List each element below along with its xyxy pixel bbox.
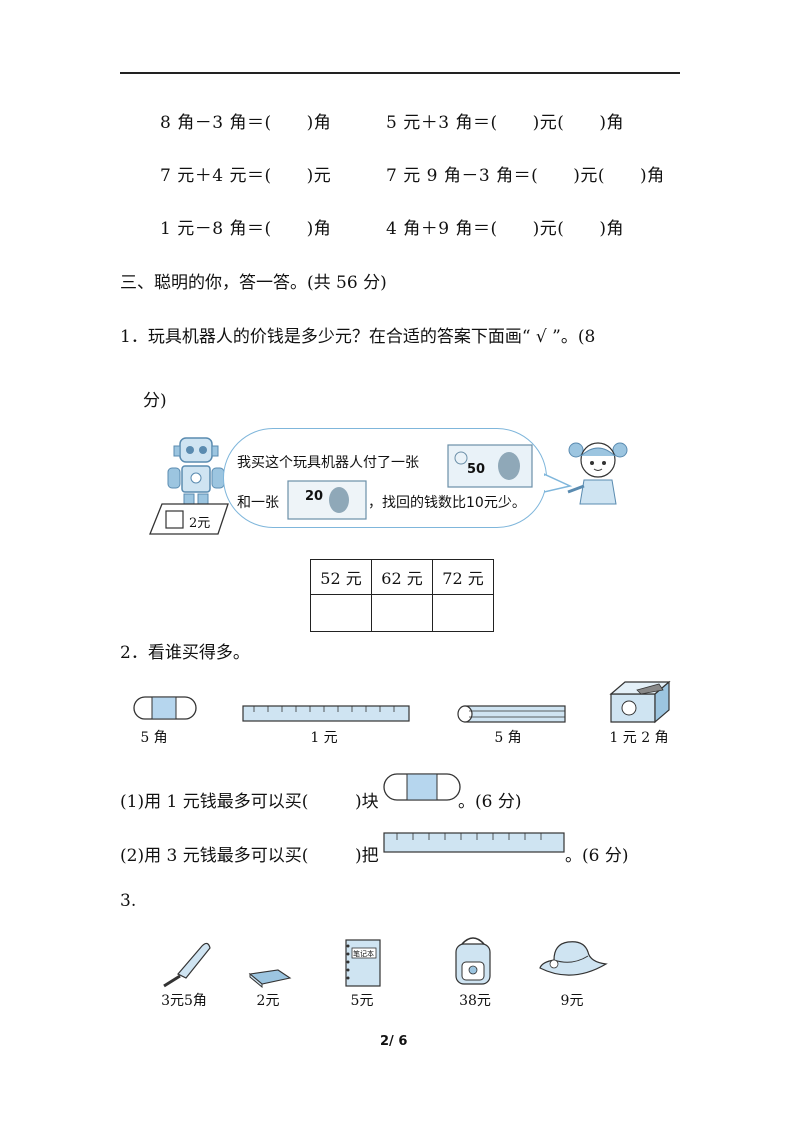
header-rule xyxy=(120,72,680,74)
equation-1-left: 8 角－3 角＝( )角 xyxy=(160,113,332,133)
price-ruler: 1 元 xyxy=(310,730,338,746)
check-cell-62[interactable] xyxy=(371,594,433,632)
q2-sub2-a: (2)用 3 元钱最多可以买( xyxy=(120,846,309,866)
banknote-20-value: 20 xyxy=(305,489,324,504)
q2-title: 2．看谁买得多。 xyxy=(120,643,250,663)
backpack-icon xyxy=(455,937,491,985)
q2-sub2-c: 。(6 分) xyxy=(565,846,629,866)
ruler-inline-icon xyxy=(383,832,565,853)
price-pencil: 5 角 xyxy=(494,730,522,746)
pencil-icon xyxy=(457,705,566,723)
banknote-50-icon xyxy=(447,444,533,488)
answer-options-table: 52 元 62 元 72 元 xyxy=(310,559,494,632)
notebook-icon xyxy=(345,939,381,987)
equation-3-left: 1 元－8 角＝( )角 xyxy=(160,219,332,239)
price-popsicle: 3元5角 xyxy=(161,993,207,1009)
q1-prompt-line1: 1．玩具机器人的价钱是多少元？在合适的答案下面画“ √ ”。(8 xyxy=(120,327,596,347)
speech-line-2b: ，找回的钱数比10元少。 xyxy=(368,495,526,511)
equation-3-right: 4 角＋9 角＝( )元( )角 xyxy=(386,219,624,239)
sun-hat-icon xyxy=(539,941,608,976)
handkerchief-icon xyxy=(248,969,292,988)
answer-options-header-row: 52 元 62 元 72 元 xyxy=(310,559,494,595)
speech-line-1: 我买这个玩具机器人付了一张 xyxy=(237,455,419,471)
price-backpack: 38元 xyxy=(459,993,491,1009)
price-handkerchief: 2元 xyxy=(256,993,280,1009)
speech-bubble-tail xyxy=(544,473,573,493)
price-tag-text: 2元 xyxy=(189,516,211,531)
price-sun-hat: 9元 xyxy=(560,993,584,1009)
check-cell-72[interactable] xyxy=(432,594,494,632)
price-tag-stand xyxy=(149,503,229,535)
equation-2-left: 7 元＋4 元＝( )元 xyxy=(160,166,332,186)
q2-sub1-a: (1)用 1 元钱最多可以买( xyxy=(120,792,309,812)
notebook-label: 笔记本 xyxy=(353,950,374,958)
eraser-icon xyxy=(133,696,197,720)
eraser-inline-icon xyxy=(383,773,461,801)
popsicle-icon xyxy=(163,942,211,988)
check-cell-52[interactable] xyxy=(310,594,372,632)
ruler-icon xyxy=(242,705,410,722)
q1-prompt-line2: 分) xyxy=(143,391,167,411)
banknote-50-value: 50 xyxy=(467,462,486,477)
q2-sub1-c: 。(6 分) xyxy=(458,792,522,812)
option-62: 62 元 xyxy=(371,559,433,595)
q3-title: 3. xyxy=(120,891,137,911)
equation-1-right: 5 元＋3 角＝( )元( )角 xyxy=(386,113,624,133)
section-3-title: 三、聪明的你，答一答。(共 56 分) xyxy=(120,273,387,293)
price-sharpener: 1 元 2 角 xyxy=(609,730,669,746)
q2-sub2-b: )把 xyxy=(355,846,379,866)
page-number: 2/ 6 xyxy=(380,1034,408,1049)
option-52: 52 元 xyxy=(310,559,372,595)
equation-2-right: 7 元 9 角－3 角＝( )元( )角 xyxy=(386,166,665,186)
pencil-sharpener-icon xyxy=(609,680,671,724)
price-eraser: 5 角 xyxy=(140,730,168,746)
price-notebook: 5元 xyxy=(350,993,374,1009)
option-72: 72 元 xyxy=(432,559,494,595)
speech-line-2a: 和一张 xyxy=(237,495,279,511)
q2-sub1-b: )块 xyxy=(355,792,379,812)
answer-options-check-row xyxy=(310,594,494,632)
girl-icon xyxy=(567,442,628,505)
banknote-20-icon xyxy=(287,480,367,520)
robot-icon xyxy=(167,437,225,518)
